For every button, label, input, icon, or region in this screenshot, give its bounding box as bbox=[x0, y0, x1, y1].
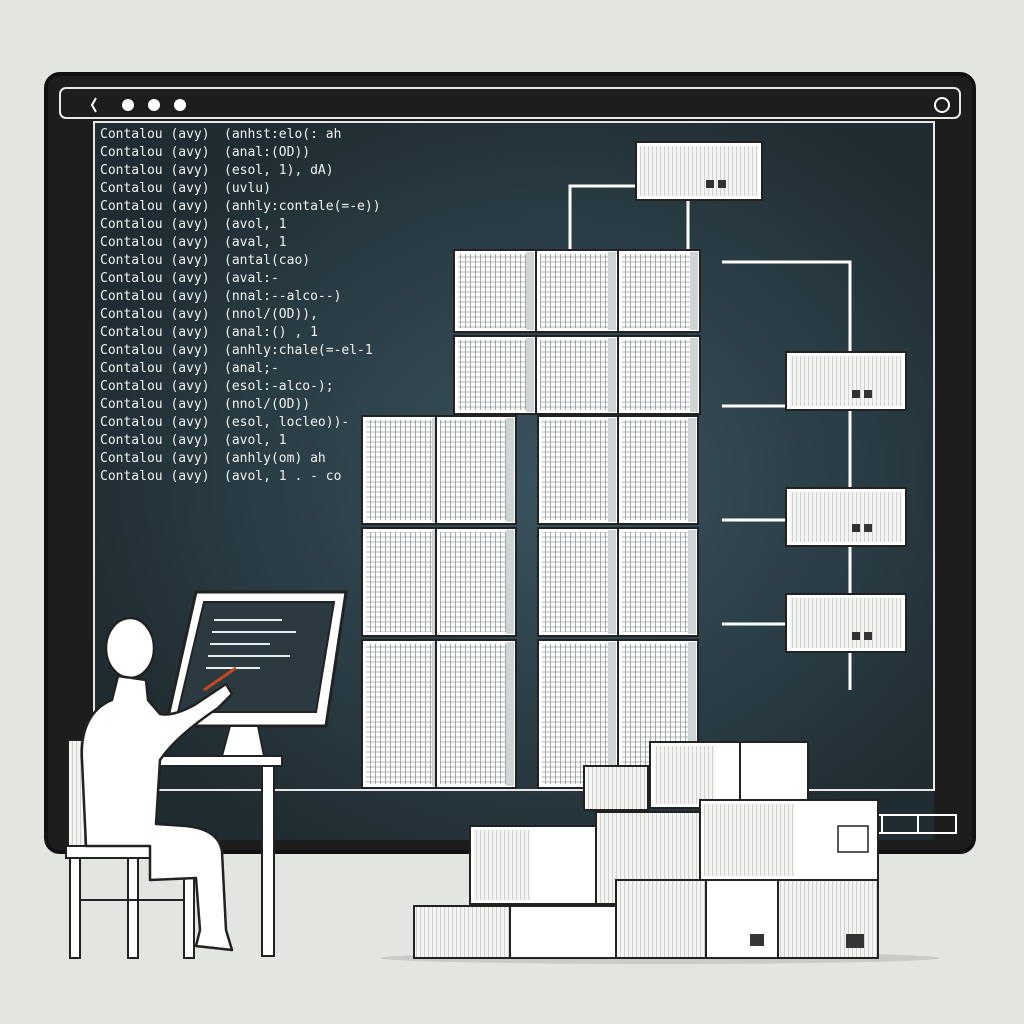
code-line-left: Contalou (avy) bbox=[100, 361, 210, 376]
code-line-left: Contalou (avy) bbox=[100, 127, 210, 142]
server-block bbox=[537, 639, 619, 789]
code-line-right: (aval:- bbox=[224, 271, 279, 286]
cardboard-boxes bbox=[413, 741, 879, 959]
server-node-top[interactable] bbox=[635, 141, 763, 201]
connector-lines bbox=[568, 184, 852, 690]
code-line-left: Contalou (avy) bbox=[100, 343, 210, 358]
code-line-left: Contalou (avy) bbox=[100, 253, 210, 268]
server-block bbox=[537, 415, 619, 525]
server-block bbox=[453, 249, 537, 333]
server-block bbox=[537, 527, 619, 637]
code-line-left: Contalou (avy) bbox=[100, 433, 210, 448]
code-line-right: (anhly:chale(=-el-1 bbox=[224, 343, 373, 358]
window-dot-3-icon[interactable] bbox=[174, 99, 186, 111]
server-node-2[interactable] bbox=[785, 487, 907, 547]
code-line-right: (avol, 1 bbox=[224, 217, 287, 232]
code-line-left: Contalou (avy) bbox=[100, 451, 210, 466]
server-node-3[interactable] bbox=[785, 593, 907, 653]
code-line-right: (anhly(om) ah bbox=[224, 451, 326, 466]
code-line-left: Contalou (avy) bbox=[100, 289, 210, 304]
window-titlebar bbox=[59, 87, 961, 119]
screen-border bbox=[93, 121, 935, 791]
code-line-right: (anal;- bbox=[224, 361, 279, 376]
server-block bbox=[617, 335, 701, 415]
code-line-right: (anhly:contale(=-e)) bbox=[224, 199, 381, 214]
code-line-right: (avol, 1 . - co bbox=[224, 469, 341, 484]
code-line-left: Contalou (avy) bbox=[100, 307, 210, 322]
code-block: Contalou (avy) (anhst:elo(: ah Contalou (a… bbox=[100, 127, 381, 484]
server-block bbox=[617, 415, 699, 525]
code-line-left: Contalou (avy) bbox=[100, 415, 210, 430]
code-line-right: (esol:-alco-); bbox=[224, 379, 334, 394]
code-line-left: Contalou (avy) bbox=[100, 235, 210, 250]
window-dot-1-icon[interactable] bbox=[122, 99, 134, 111]
code-line-right: (anhst:elo(: ah bbox=[224, 127, 341, 142]
code-line-right: (aval, 1 bbox=[224, 235, 287, 250]
server-block bbox=[617, 249, 701, 333]
server-block bbox=[361, 639, 443, 789]
code-line-right: (anal:(OD)) bbox=[224, 145, 310, 160]
code-line-left: Contalou (avy) bbox=[100, 217, 210, 232]
code-line-right: (esol, 1), dA) bbox=[224, 163, 334, 178]
code-line-left: Contalou (avy) bbox=[100, 199, 210, 214]
window-menu-icon[interactable] bbox=[934, 97, 950, 113]
code-line-right: (nnal:--alco--) bbox=[224, 289, 341, 304]
server-block bbox=[361, 527, 443, 637]
code-line-left: Contalou (avy) bbox=[100, 379, 210, 394]
server-block bbox=[535, 335, 619, 415]
server-block bbox=[535, 249, 619, 333]
server-block bbox=[453, 335, 537, 415]
code-line-right: (nnol/(OD)) bbox=[224, 397, 310, 412]
code-line-right: (nnol/(OD)), bbox=[224, 307, 318, 322]
server-block bbox=[361, 415, 443, 525]
code-line-right: (uvlu) bbox=[224, 181, 271, 196]
code-line-left: Contalou (avy) bbox=[100, 271, 210, 286]
code-line-right: (esol, locleo))- bbox=[224, 415, 349, 430]
code-line-left: Contalou (avy) bbox=[100, 397, 210, 412]
code-line-right: (avol, 1 bbox=[224, 433, 287, 448]
code-line-left: Contalou (avy) bbox=[100, 181, 210, 196]
person-figure-icon bbox=[80, 616, 237, 952]
window-controls[interactable] bbox=[90, 97, 186, 113]
code-line-left: Contalou (avy) bbox=[100, 145, 210, 160]
server-block bbox=[435, 527, 517, 637]
server-block bbox=[617, 527, 699, 637]
code-line-right: (anal:() , 1 bbox=[224, 325, 318, 340]
code-line-left: Contalou (avy) bbox=[100, 163, 210, 178]
code-line-right: (antal(cao) bbox=[224, 253, 310, 268]
code-line-left: Contalou (avy) bbox=[100, 469, 210, 484]
server-block bbox=[435, 415, 517, 525]
server-node-1[interactable] bbox=[785, 351, 907, 411]
server-tower bbox=[361, 249, 701, 789]
code-line-left: Contalou (avy) bbox=[100, 325, 210, 340]
window-dot-2-icon[interactable] bbox=[148, 99, 160, 111]
server-block bbox=[435, 639, 517, 789]
